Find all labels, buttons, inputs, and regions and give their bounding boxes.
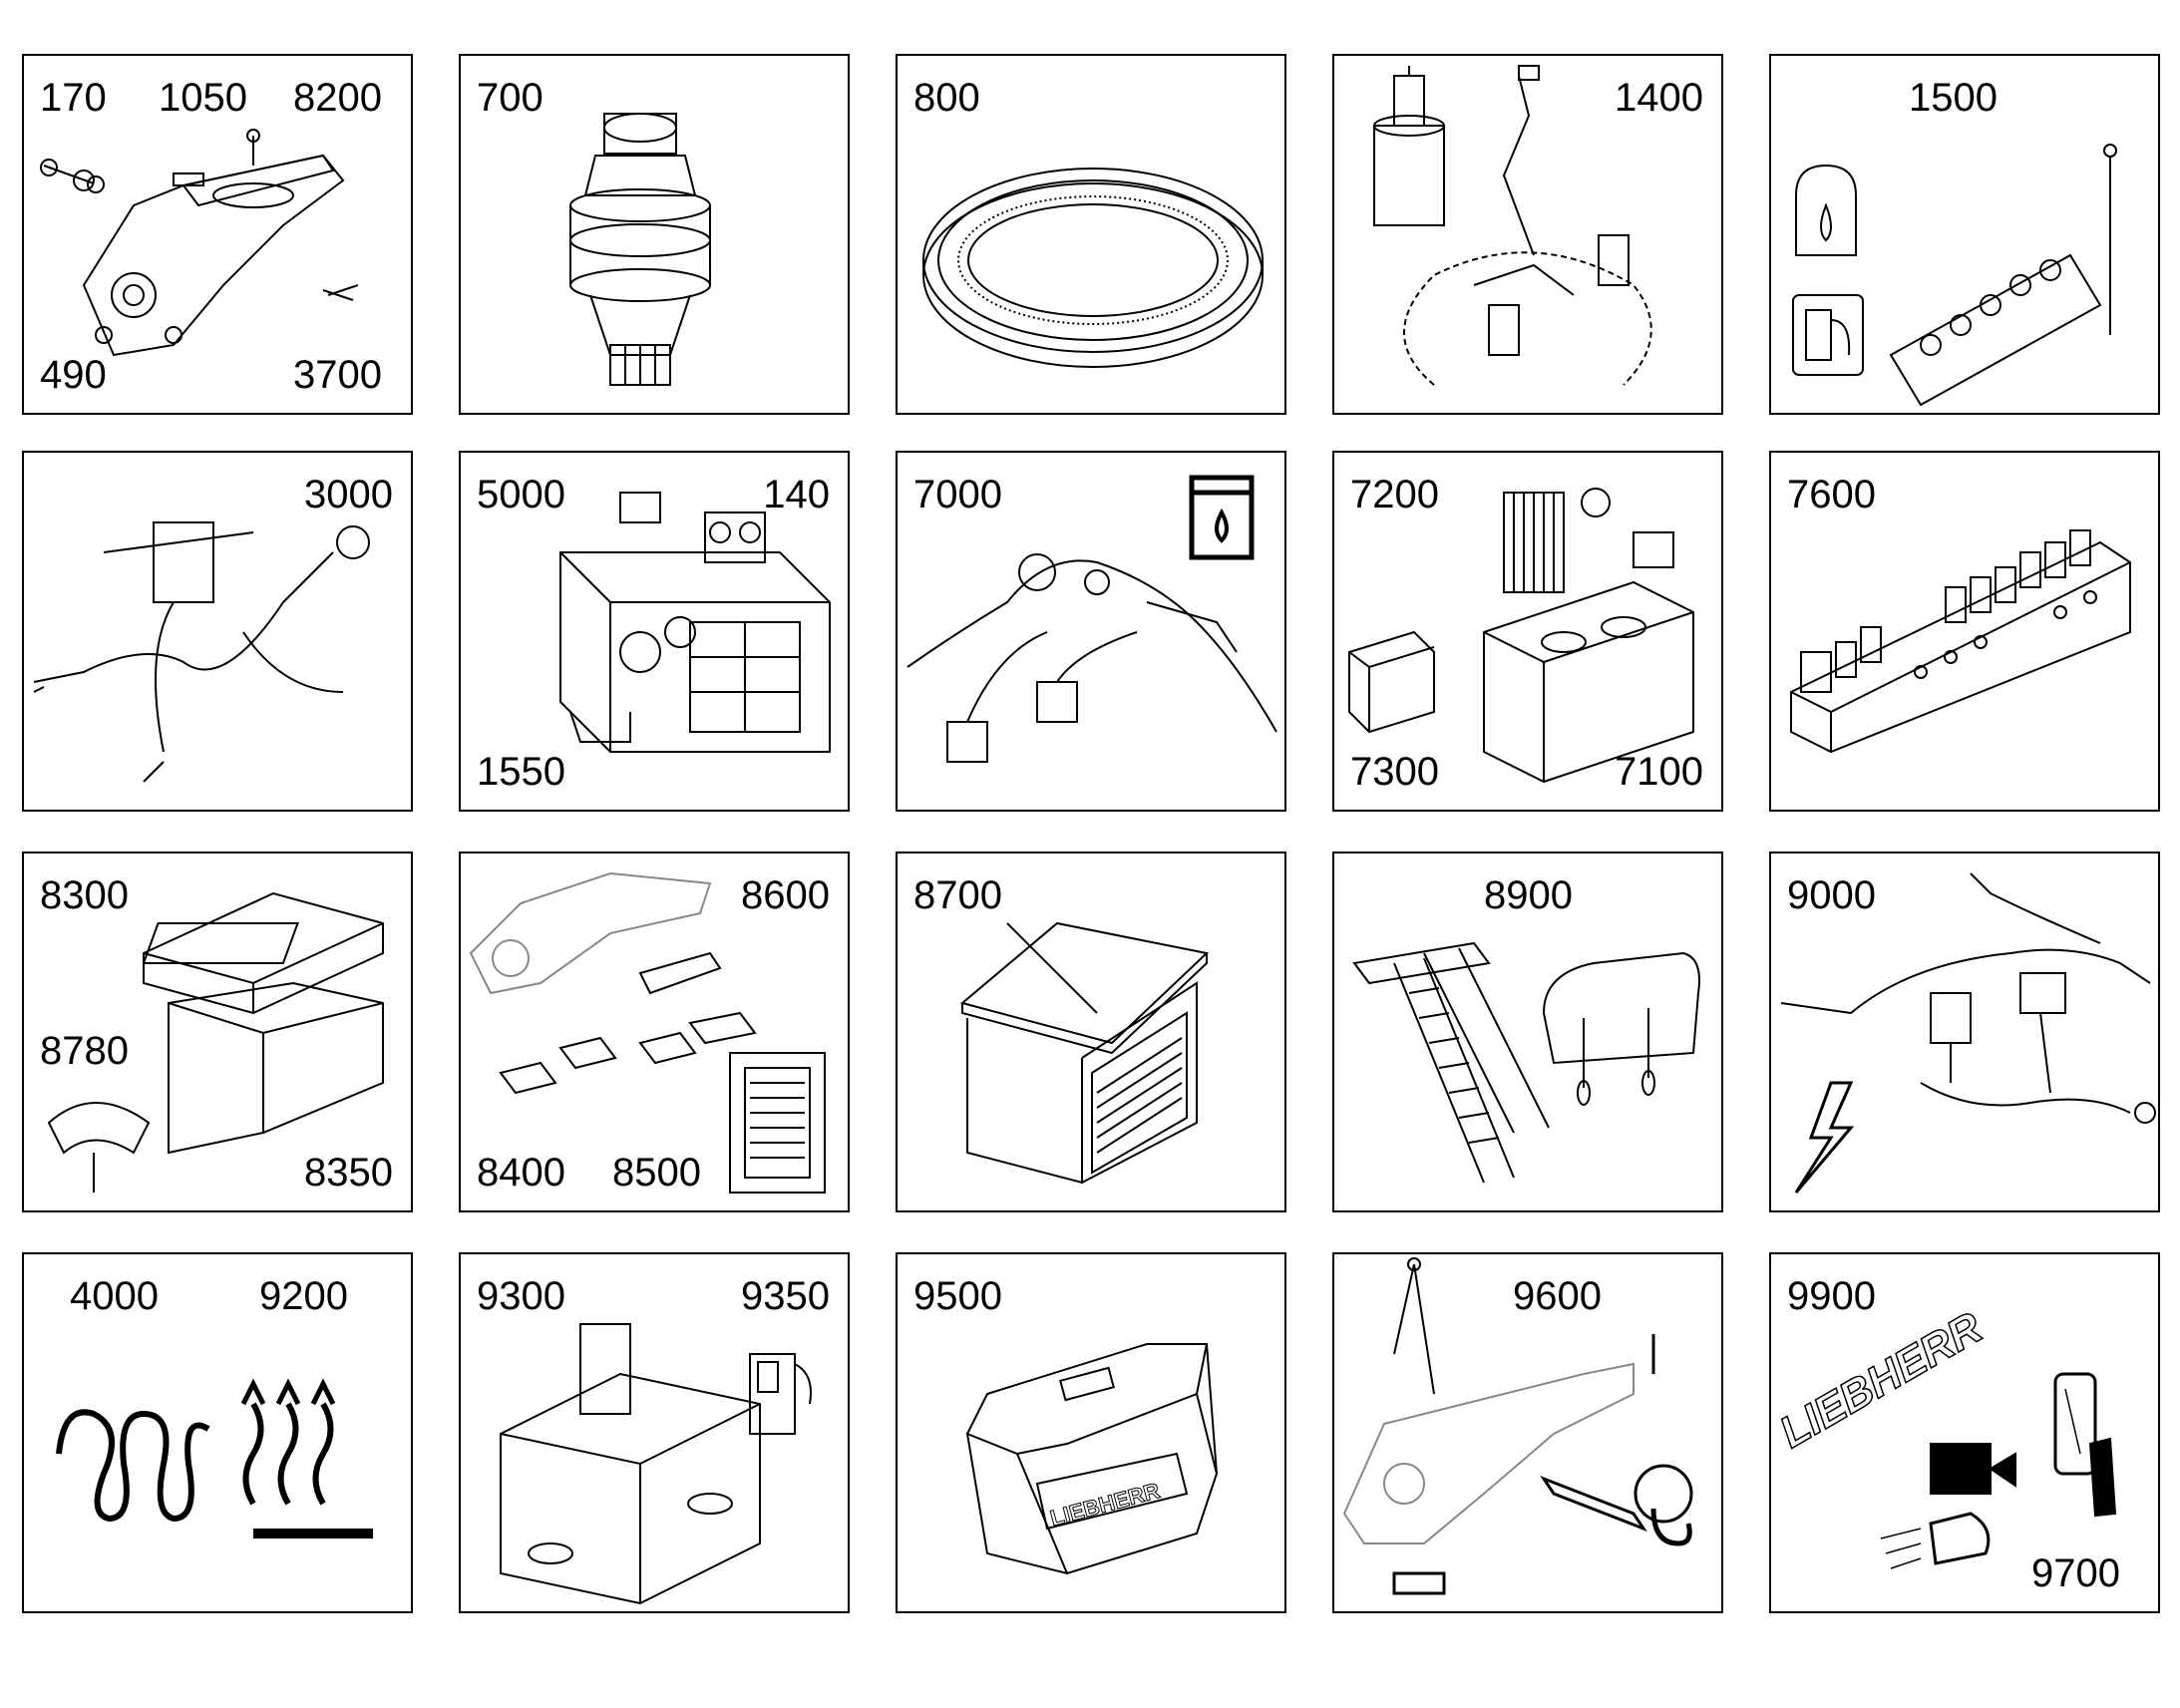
part-number-label: 9200 bbox=[259, 1274, 348, 1318]
counterweight-logo-text: LIEBHERR bbox=[1047, 1478, 1162, 1531]
part-number-label: 8600 bbox=[741, 873, 830, 917]
slewing-gear-illustration bbox=[461, 56, 848, 413]
cabin-base-illustration bbox=[24, 854, 411, 1210]
part-group-tile-3000[interactable]: 3000 bbox=[22, 451, 413, 812]
part-number-label: 9300 bbox=[477, 1274, 565, 1318]
part-number-label: 7100 bbox=[1615, 750, 1703, 794]
part-group-tile-8300[interactable]: 8300 8780 8350 bbox=[22, 852, 413, 1212]
covers-illustration bbox=[461, 854, 848, 1210]
part-group-tile-8900[interactable]: 8900 bbox=[1332, 852, 1723, 1212]
tank-frame-illustration bbox=[461, 1254, 848, 1611]
electrical-system-illustration bbox=[1771, 854, 2158, 1210]
part-group-tile-5000[interactable]: 5000 140 1550 bbox=[459, 451, 850, 812]
brand-logo-text: LIEBHERR bbox=[1772, 1303, 1991, 1458]
part-group-tile-9600[interactable]: 9600 bbox=[1332, 1252, 1723, 1613]
part-number-label: 8500 bbox=[612, 1151, 701, 1195]
counterweight-illustration: LIEBHERR bbox=[898, 1254, 1284, 1611]
part-number-label: 8350 bbox=[304, 1151, 393, 1195]
part-number-label: 700 bbox=[477, 76, 544, 120]
boom-frame-illustration bbox=[24, 56, 411, 413]
part-number-label: 8780 bbox=[40, 1029, 129, 1073]
slewing-ring-illustration bbox=[898, 56, 1284, 413]
part-group-tile-800[interactable]: 800 bbox=[896, 54, 1286, 415]
part-number-label: 9600 bbox=[1513, 1274, 1602, 1318]
part-group-tile-9500[interactable]: 9500 LIEBHERR bbox=[896, 1252, 1286, 1613]
part-number-label: 170 bbox=[40, 76, 107, 120]
heating-symbols-illustration bbox=[24, 1254, 411, 1611]
part-number-label: 9000 bbox=[1787, 873, 1876, 917]
part-number-label: 1550 bbox=[477, 750, 565, 794]
part-group-tile-9300[interactable]: 9300 9350 bbox=[459, 1252, 850, 1613]
part-number-label: 7200 bbox=[1350, 473, 1439, 516]
accessories-illustration: LIEBHERR bbox=[1771, 1302, 2158, 1611]
part-number-label: 7000 bbox=[913, 473, 1002, 516]
cooler-housing-illustration bbox=[1334, 453, 1721, 810]
control-valve-block-illustration bbox=[1771, 453, 2158, 810]
part-number-label: 7600 bbox=[1787, 473, 1876, 516]
engine-illustration bbox=[461, 453, 848, 810]
operator-cabin-illustration bbox=[898, 854, 1284, 1210]
part-number-label: 140 bbox=[763, 473, 830, 516]
part-group-tile-170[interactable]: 170 1050 8200 490 3700 bbox=[22, 54, 413, 415]
part-number-label: 9700 bbox=[2031, 1551, 2120, 1595]
part-group-tile-8700[interactable]: 8700 bbox=[896, 852, 1286, 1212]
part-number-label: 8300 bbox=[40, 873, 129, 917]
part-number-label: 800 bbox=[913, 76, 980, 120]
part-group-tile-1500[interactable]: 1500 bbox=[1769, 54, 2160, 415]
part-number-label: 9500 bbox=[913, 1274, 1002, 1318]
cooling-fuel-lines-illustration bbox=[898, 453, 1284, 810]
part-number-label: 4000 bbox=[70, 1274, 159, 1318]
part-group-tile-9000[interactable]: 9000 bbox=[1769, 852, 2160, 1212]
hydraulic-hoses-illustration bbox=[24, 453, 411, 810]
part-group-tile-8600[interactable]: 8600 8400 8500 bbox=[459, 852, 850, 1212]
part-number-label: 9350 bbox=[741, 1274, 830, 1318]
part-number-label: 490 bbox=[40, 353, 107, 397]
part-number-label: 7300 bbox=[1350, 750, 1439, 794]
part-number-label: 3000 bbox=[304, 473, 393, 516]
part-number-label: 3700 bbox=[293, 353, 382, 397]
part-group-tile-7600[interactable]: 7600 bbox=[1769, 451, 2160, 812]
part-number-label: 1050 bbox=[159, 76, 247, 120]
part-group-tile-7000[interactable]: 7000 bbox=[896, 451, 1286, 812]
part-group-tile-9900[interactable]: 9900 9700 LIEBHERR bbox=[1769, 1252, 2160, 1613]
part-number-label: 8700 bbox=[913, 873, 1002, 917]
part-number-label: 5000 bbox=[477, 473, 565, 516]
part-number-label: 8400 bbox=[477, 1151, 565, 1195]
part-group-tile-700[interactable]: 700 bbox=[459, 54, 850, 415]
part-group-tile-1400[interactable]: 1400 bbox=[1332, 54, 1723, 415]
ladder-railing-illustration bbox=[1334, 854, 1721, 1210]
lubrication-system-illustration bbox=[1334, 56, 1721, 413]
part-group-tile-4000[interactable]: 4000 9200 bbox=[22, 1252, 413, 1613]
part-number-label: 9900 bbox=[1787, 1274, 1876, 1318]
part-number-label: 8900 bbox=[1484, 873, 1573, 917]
part-group-tile-7200[interactable]: 7200 7300 7100 bbox=[1332, 451, 1723, 812]
part-number-label: 8200 bbox=[293, 76, 382, 120]
part-number-label: 1400 bbox=[1615, 76, 1703, 120]
fuel-system-illustration bbox=[1771, 56, 2158, 413]
lifting-tools-illustration bbox=[1334, 1254, 1721, 1611]
part-number-label: 1500 bbox=[1909, 76, 1998, 120]
